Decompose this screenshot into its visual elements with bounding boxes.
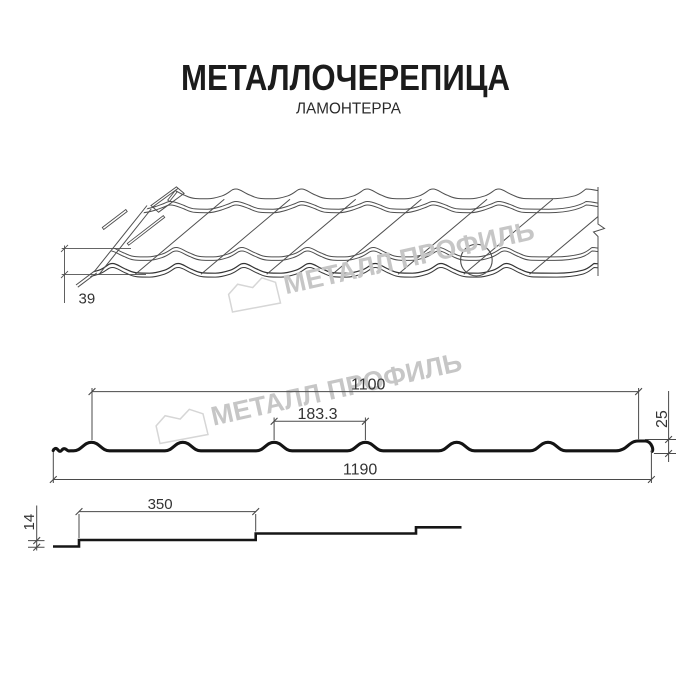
svg-text:МЕТАЛЛ ПРОФИЛЬ: МЕТАЛЛ ПРОФИЛЬ [281,215,537,300]
svg-text:25: 25 [654,410,671,428]
svg-text:1100: 1100 [351,376,386,393]
svg-text:183.3: 183.3 [298,406,338,423]
svg-text:МЕТАЛЛОЧЕРЕПИЦА: МЕТАЛЛОЧЕРЕПИЦА [181,57,510,98]
svg-text:350: 350 [148,496,173,513]
svg-text:1190: 1190 [343,462,378,479]
svg-text:ЛАМОНТЕРРА: ЛАМОНТЕРРА [296,101,401,118]
svg-text:39: 39 [79,291,96,308]
svg-text:14: 14 [21,514,38,531]
